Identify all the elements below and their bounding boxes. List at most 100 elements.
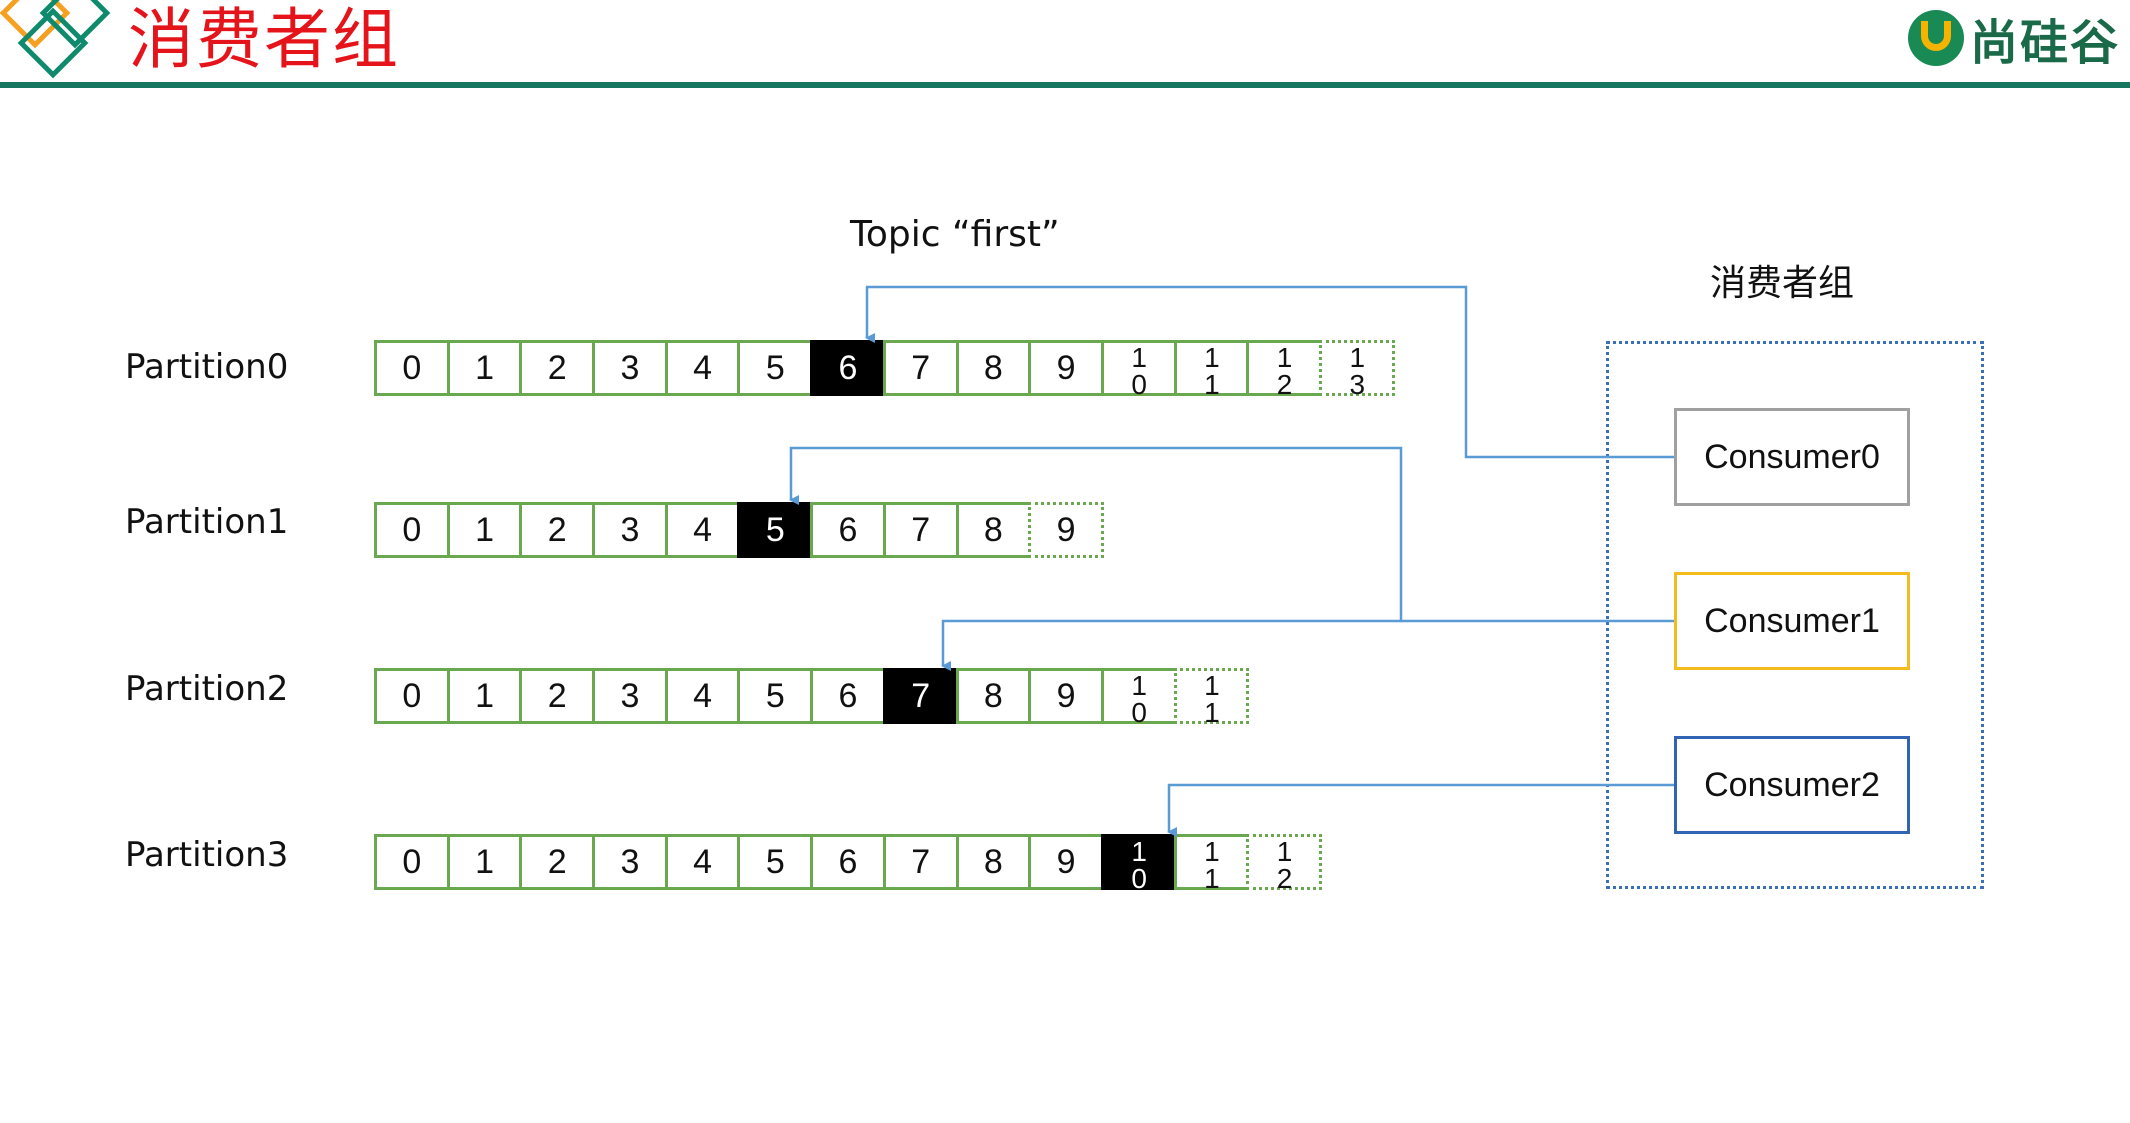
offset-number: 3 — [620, 676, 640, 715]
offset-number: 5 — [765, 842, 785, 881]
consumer-1-box: Consumer1 — [1674, 572, 1910, 670]
offset-number: 8 — [983, 510, 1003, 549]
current-offset-cell: 5 — [737, 502, 814, 558]
partition-label-1: Partition1 — [125, 502, 289, 542]
offset-number: 3 — [620, 842, 640, 881]
offset-cell: 0 — [374, 502, 450, 558]
offset-number: 11 — [1196, 836, 1228, 890]
topic-label: Topic “first” — [850, 214, 1060, 255]
offset-number: 6 — [838, 842, 858, 881]
offset-cell: 3 — [592, 668, 668, 724]
offset-cell: 10 — [1100, 340, 1177, 396]
offset-number: 2 — [547, 676, 567, 715]
offset-number: 10 — [1123, 670, 1155, 724]
consumer-group-box — [1606, 341, 1984, 889]
offset-number: 0 — [402, 348, 422, 387]
offset-number: 4 — [693, 842, 713, 881]
offset-cell: 6 — [810, 834, 886, 890]
offset-number: 5 — [765, 348, 785, 387]
offset-cell: 5 — [737, 340, 814, 396]
connector-consumer0-partition0 — [865, 285, 1674, 459]
offset-number: 2 — [547, 348, 567, 387]
offset-number: 10 — [1123, 342, 1155, 396]
partition-label-3: Partition3 — [125, 835, 289, 875]
offset-cell: 12 — [1246, 340, 1322, 396]
offset-cell: 6 — [810, 502, 886, 558]
offset-cell: 11 — [1173, 834, 1250, 890]
connector-consumer1-partition1 — [789, 446, 1674, 623]
offset-cell: 5 — [737, 668, 814, 724]
offset-number: 1 — [475, 348, 494, 387]
offset-cell: 8 — [955, 668, 1032, 724]
slide-title: 消费者组 — [128, 1, 400, 78]
offset-number: 13 — [1341, 342, 1373, 396]
offset-number: 10 — [1123, 836, 1155, 890]
offset-number: 2 — [547, 510, 567, 549]
brand-logo: 尚硅谷 — [1907, 6, 2120, 71]
offset-number: 5 — [765, 676, 785, 715]
offset-number: 7 — [911, 676, 931, 715]
offset-cell: 8 — [955, 834, 1032, 890]
offset-cell: 2 — [519, 834, 596, 890]
offset-cell: 3 — [592, 834, 668, 890]
offset-number: 11 — [1196, 342, 1228, 396]
offset-number: 1 — [475, 510, 494, 549]
offset-number: 5 — [765, 510, 785, 549]
offset-number: 2 — [547, 842, 567, 881]
offset-number: 12 — [1269, 836, 1301, 890]
offset-number: 8 — [983, 676, 1003, 715]
offset-number: 7 — [911, 348, 931, 387]
offset-number: 12 — [1269, 342, 1301, 396]
offset-cell: 1 — [446, 502, 523, 558]
offset-cell: 9 — [1028, 834, 1104, 890]
current-offset-cell: 6 — [810, 340, 886, 396]
offset-number: 0 — [402, 510, 422, 549]
consumer-0-box: Consumer0 — [1674, 408, 1910, 506]
offset-number: 11 — [1196, 670, 1228, 724]
offset-cell: 1 — [446, 834, 523, 890]
offset-cell: 3 — [592, 502, 668, 558]
offset-number: 4 — [693, 676, 713, 715]
offset-number: 3 — [620, 510, 640, 549]
offset-cell: 11 — [1173, 340, 1250, 396]
partition-label-0: Partition0 — [125, 347, 289, 387]
offset-number: 7 — [911, 510, 931, 549]
offset-number: 1 — [475, 676, 494, 715]
connector-consumer1-partition2 — [941, 619, 1401, 671]
partition-log-2: 0 1 2 3 4 5 6 7 8 9 10 11 — [374, 668, 1250, 724]
offset-cell: 10 — [1100, 668, 1177, 724]
offset-number: 6 — [838, 348, 858, 387]
pending-offset-cell: 11 — [1173, 668, 1250, 724]
consumer-2-box: Consumer2 — [1674, 736, 1910, 834]
offset-number: 0 — [402, 676, 422, 715]
offset-number: 9 — [1056, 676, 1076, 715]
offset-cell: 0 — [374, 668, 450, 724]
offset-number: 9 — [1056, 348, 1076, 387]
offset-number: 6 — [838, 510, 858, 549]
pending-offset-cell: 13 — [1318, 340, 1395, 396]
partition-label-2: Partition2 — [125, 669, 289, 709]
consumer-group-label: 消费者组 — [1710, 263, 1855, 304]
offset-cell: 2 — [519, 502, 596, 558]
offset-number: 8 — [983, 348, 1003, 387]
offset-cell: 7 — [882, 502, 959, 558]
pending-offset-cell: 12 — [1246, 834, 1322, 890]
offset-cell: 4 — [664, 502, 741, 558]
header-divider — [0, 82, 2130, 88]
offset-number: 4 — [693, 348, 713, 387]
offset-number: 8 — [983, 842, 1003, 881]
offset-number: 9 — [1056, 842, 1076, 881]
brand-u-icon — [1907, 10, 1964, 66]
offset-number: 3 — [620, 348, 640, 387]
offset-number: 6 — [838, 676, 858, 715]
offset-number: 4 — [693, 510, 713, 549]
offset-cell: 9 — [1028, 668, 1104, 724]
pending-offset-cell: 9 — [1028, 502, 1104, 558]
offset-number: 0 — [402, 842, 422, 881]
connector-consumer2-partition3 — [1167, 783, 1674, 837]
